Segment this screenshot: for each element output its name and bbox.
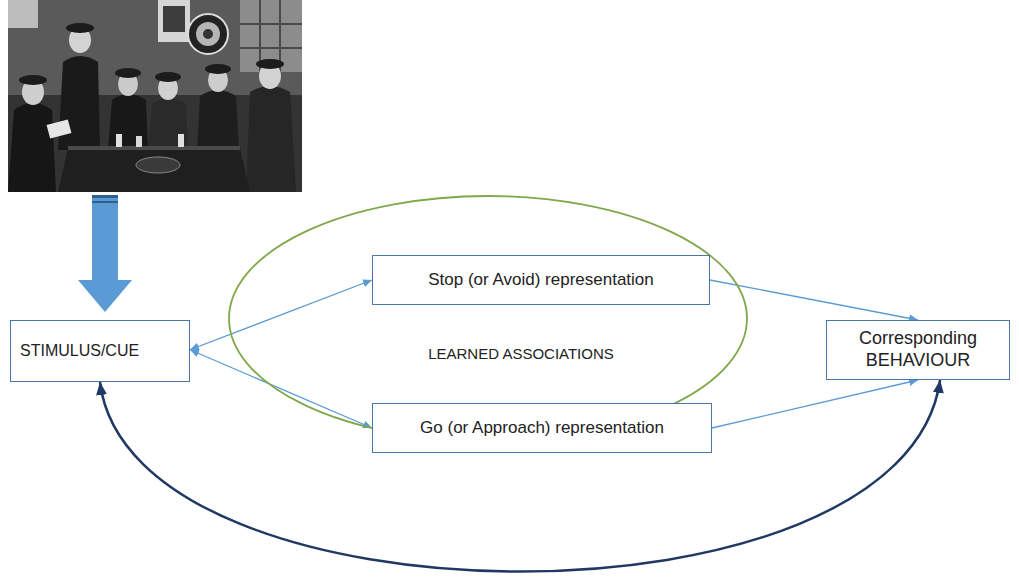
glass	[178, 134, 184, 147]
box-label: Go (or Approach) representation	[420, 418, 664, 438]
man-figure	[148, 98, 188, 150]
wall-poster	[163, 6, 185, 32]
box-label: Stop (or Avoid) representation	[428, 270, 654, 290]
block-arrow-band	[92, 195, 118, 198]
stimulus-box: STIMULUS/CUE	[10, 320, 190, 382]
man-figure	[108, 94, 148, 150]
representation-box: Stop (or Avoid) representation	[372, 255, 710, 305]
dartboard	[203, 29, 213, 39]
man-figure	[155, 72, 181, 82]
association-arrow	[190, 280, 372, 350]
wall-poster	[158, 0, 190, 42]
behaviour-box: Corresponding BEHAVIOUR	[826, 320, 1010, 380]
back-wall	[8, 0, 302, 95]
pub-table	[68, 146, 240, 150]
photo-ground	[8, 0, 302, 192]
newspaper	[47, 119, 72, 138]
association-ellipse: LEARNED ASSOCIATIONS Stop (or Avoid) repr…	[228, 195, 748, 442]
glass	[136, 136, 142, 147]
window-bars	[240, 0, 302, 72]
ellipse-label: LEARNED ASSOCIATIONS	[428, 345, 614, 363]
man-figure	[8, 103, 56, 192]
man-figure	[66, 23, 94, 33]
man-figure	[115, 68, 141, 78]
window	[240, 0, 302, 72]
tray	[136, 157, 180, 173]
wall-poster	[8, 0, 38, 28]
box-label: STIMULUS/CUE	[20, 341, 139, 360]
block-arrow-band	[92, 201, 118, 203]
man-figure	[205, 64, 231, 74]
block-arrow	[78, 195, 132, 312]
feedback-arrow	[100, 380, 940, 572]
glass	[116, 134, 122, 147]
representation-box: Go (or Approach) representation	[372, 403, 712, 453]
dartboard	[196, 22, 220, 46]
dartboard	[188, 14, 228, 54]
association-arrow	[190, 350, 372, 428]
association-arrow	[710, 280, 918, 320]
block-arrow	[78, 195, 132, 312]
association-arrow	[712, 380, 918, 428]
man-figure	[58, 56, 100, 150]
pub-table	[58, 148, 250, 192]
man-figure	[246, 86, 296, 192]
man-figure	[19, 75, 47, 85]
man-figure	[256, 59, 284, 69]
pub-photo	[8, 0, 302, 192]
box-label: Corresponding BEHAVIOUR	[835, 328, 1001, 371]
